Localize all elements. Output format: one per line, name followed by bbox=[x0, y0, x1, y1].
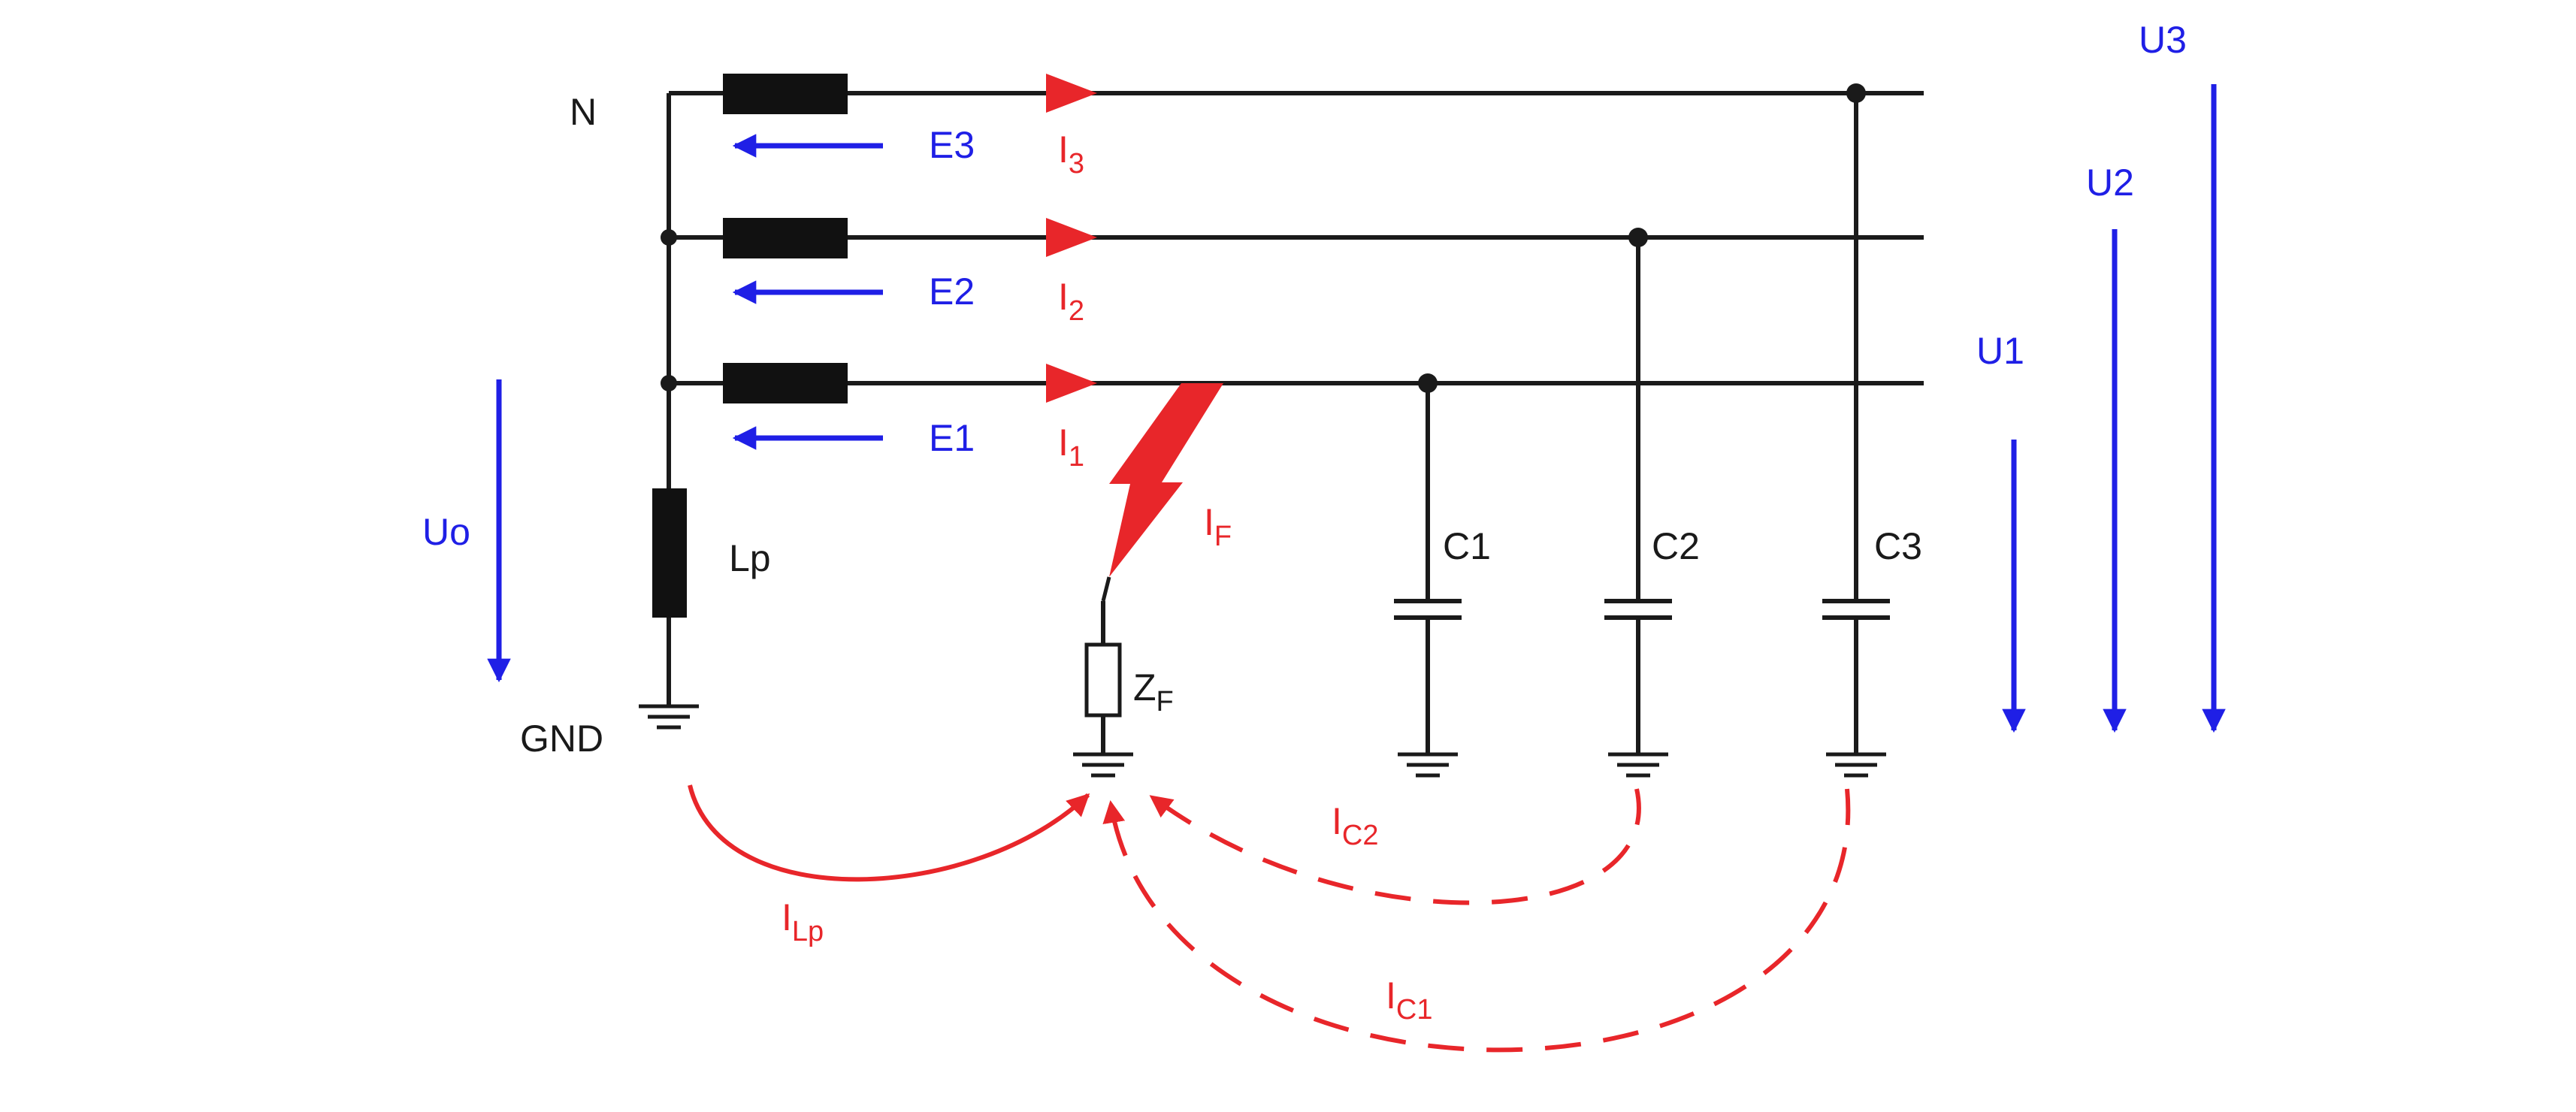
inductor-icon bbox=[723, 74, 848, 114]
label-zf: ZF bbox=[1133, 666, 1174, 718]
current-arrow-i1 bbox=[1046, 364, 1097, 403]
label-c3: C3 bbox=[1874, 525, 1922, 567]
ground-icon bbox=[639, 704, 699, 730]
label-c2: C2 bbox=[1652, 525, 1700, 567]
ground-icon bbox=[1073, 752, 1133, 778]
lightning-bolt-icon bbox=[1109, 383, 1223, 577]
label-u3: U3 bbox=[2139, 19, 2187, 61]
label-ic2: IC2 bbox=[1332, 800, 1378, 851]
label-ilp: ILp bbox=[782, 896, 824, 947]
ground-icon bbox=[1826, 752, 1886, 778]
label-ic1: IC1 bbox=[1386, 975, 1432, 1026]
label-gnd: GND bbox=[520, 718, 603, 760]
label-u1: U1 bbox=[1976, 330, 2024, 372]
junction-dot bbox=[661, 375, 677, 391]
junction-dots bbox=[661, 83, 1866, 393]
junction-dot bbox=[661, 229, 677, 246]
inductors bbox=[652, 74, 848, 618]
return-path-ic1 bbox=[1102, 788, 1851, 1053]
capacitor-icon bbox=[1394, 599, 1462, 620]
return-path-ilp bbox=[688, 784, 1090, 882]
current-arrow-i3 bbox=[1046, 74, 1097, 113]
inductor-icon bbox=[652, 488, 687, 618]
label-e2: E2 bbox=[929, 270, 975, 313]
fault bbox=[1101, 383, 1223, 602]
junction-dot bbox=[1628, 228, 1648, 247]
capacitor-icon bbox=[1822, 599, 1890, 620]
label-if: IF bbox=[1204, 501, 1232, 552]
conductors bbox=[667, 91, 1924, 753]
label-u2: U2 bbox=[2086, 162, 2134, 204]
phase-current-arrows bbox=[1046, 74, 1097, 403]
label-e3: E3 bbox=[929, 124, 975, 166]
return-currents bbox=[688, 784, 1851, 1053]
label-uo: Uo bbox=[422, 511, 470, 553]
inductor-icon bbox=[723, 363, 848, 403]
label-c1: C1 bbox=[1443, 525, 1491, 567]
junction-dot bbox=[1846, 83, 1866, 103]
label-lp: Lp bbox=[729, 537, 771, 579]
ground-icon bbox=[1398, 752, 1458, 778]
current-arrow-i2 bbox=[1046, 218, 1097, 257]
label-n: N bbox=[570, 91, 597, 133]
label-i1: I1 bbox=[1058, 422, 1084, 473]
resistor-icon bbox=[1084, 642, 1122, 718]
fault-lead bbox=[1101, 576, 1111, 602]
capacitors bbox=[1394, 599, 1890, 620]
return-path-ic2 bbox=[1149, 788, 1641, 905]
label-i2: I2 bbox=[1058, 276, 1084, 327]
junction-dot bbox=[1418, 373, 1438, 393]
label-i3: I3 bbox=[1058, 128, 1084, 180]
inductor-icon bbox=[723, 218, 848, 258]
ground-icon bbox=[1608, 752, 1668, 778]
emf-arrows bbox=[732, 134, 883, 450]
ground-symbols bbox=[639, 704, 1886, 778]
capacitor-icon bbox=[1604, 599, 1672, 620]
voltage-arrows bbox=[487, 84, 2226, 733]
label-e1: E1 bbox=[929, 417, 975, 459]
